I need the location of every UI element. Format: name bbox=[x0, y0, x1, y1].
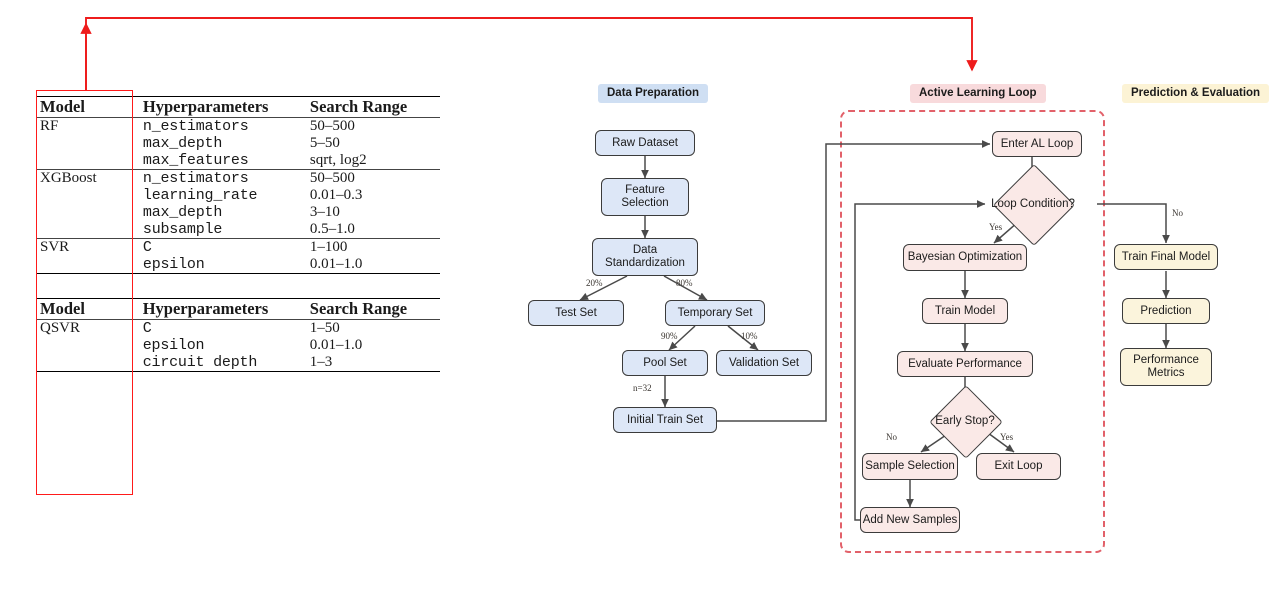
node-line: Selection bbox=[621, 197, 669, 209]
node-test-set[interactable]: Test Set bbox=[528, 300, 624, 326]
cell-range: 5–50 bbox=[309, 135, 340, 151]
node-initial-train-set[interactable]: Initial Train Set bbox=[613, 407, 717, 433]
section-label-data-preparation: Data Preparation bbox=[598, 84, 709, 103]
edge-label-validation-split: 10% bbox=[741, 331, 758, 341]
edge-label-test-split: 20% bbox=[586, 278, 603, 288]
cell-range: 50–500 bbox=[309, 118, 355, 134]
cell-hyperparameter: n_estimators bbox=[142, 170, 249, 187]
classical-models-table: Model Hyperparameters Search Range RF n_… bbox=[36, 96, 440, 285]
table-row: circuit depth 1–3 bbox=[36, 354, 440, 372]
table-row: epsilon 0.01–1.0 bbox=[36, 337, 440, 354]
section-label-prediction-evaluation: Prediction & Evaluation bbox=[1122, 84, 1270, 103]
node-line: Feature bbox=[625, 184, 665, 197]
col-header-search-range: Search Range bbox=[309, 299, 408, 318]
edge-label-early-no: No bbox=[886, 432, 897, 442]
node-enter-al-loop[interactable]: Enter AL Loop bbox=[992, 131, 1082, 157]
cell-hyperparameter: subsample bbox=[142, 221, 223, 238]
node-exit-loop[interactable]: Exit Loop bbox=[976, 453, 1061, 480]
col-header-search-range: Search Range bbox=[309, 97, 408, 116]
edge-label-temporary-split: 80% bbox=[676, 278, 693, 288]
cell-range: 0.01–1.0 bbox=[309, 337, 363, 353]
node-line: Data bbox=[632, 244, 658, 257]
cell-hyperparameter: max_depth bbox=[142, 135, 223, 152]
col-header-hyperparameters: Hyperparameters bbox=[142, 97, 269, 116]
cell-range: 0.01–1.0 bbox=[309, 256, 363, 272]
node-pool-set[interactable]: Pool Set bbox=[622, 350, 708, 376]
edge-label-pool-split: 90% bbox=[661, 331, 678, 341]
col-header-model: Model bbox=[40, 299, 85, 318]
cell-hyperparameter: epsilon bbox=[142, 337, 205, 354]
edge-label-initial-n: n=32 bbox=[633, 383, 652, 393]
node-line: Performance bbox=[1133, 354, 1199, 367]
table-row: learning_rate 0.01–0.3 bbox=[36, 187, 440, 204]
node-sample-selection[interactable]: Sample Selection bbox=[862, 453, 958, 480]
col-header-hyperparameters: Hyperparameters bbox=[142, 299, 269, 318]
node-raw-dataset[interactable]: Raw Dataset bbox=[595, 130, 695, 156]
node-line: Metrics bbox=[1147, 367, 1185, 379]
model-column-highlight-box bbox=[36, 90, 133, 495]
cell-hyperparameter: C bbox=[142, 239, 152, 256]
cell-model: QSVR bbox=[40, 320, 81, 336]
node-prediction[interactable]: Prediction bbox=[1122, 298, 1210, 324]
cell-range: 0.01–0.3 bbox=[309, 187, 363, 203]
table-header-row: Model Hyperparameters Search Range bbox=[36, 96, 440, 118]
cell-hyperparameter: circuit depth bbox=[142, 354, 258, 371]
table-row: max_depth 3–10 bbox=[36, 204, 440, 221]
col-header-model: Model bbox=[40, 97, 85, 116]
table-row: XGBoost n_estimators 50–500 bbox=[36, 169, 440, 187]
node-early-stop[interactable]: Early Stop? bbox=[922, 385, 1008, 459]
cell-range: 1–3 bbox=[309, 354, 333, 370]
table-row: subsample 0.5–1.0 bbox=[36, 221, 440, 239]
table-row: QSVR C 1–50 bbox=[36, 319, 440, 337]
cell-range: 3–10 bbox=[309, 204, 340, 220]
edge-label-early-yes: Yes bbox=[1000, 432, 1014, 442]
cell-range: 50–500 bbox=[309, 170, 355, 186]
table-row: RF n_estimators 50–500 bbox=[36, 117, 440, 135]
cell-range: 0.5–1.0 bbox=[309, 221, 355, 237]
active-learning-loop-boundary bbox=[840, 110, 1105, 553]
node-performance-metrics[interactable]: Performance Metrics bbox=[1120, 348, 1212, 386]
table-header-row: Model Hyperparameters Search Range bbox=[36, 298, 440, 320]
node-evaluate-performance[interactable]: Evaluate Performance bbox=[897, 351, 1033, 377]
cell-range: 1–100 bbox=[309, 239, 348, 255]
edge-label-loop-no: No bbox=[1172, 208, 1183, 218]
cell-range: 1–50 bbox=[309, 320, 340, 336]
node-validation-set[interactable]: Validation Set bbox=[716, 350, 812, 376]
node-label: Loop Condition? bbox=[991, 198, 1075, 210]
table-bottom-rule bbox=[36, 371, 440, 384]
quantum-model-table: Model Hyperparameters Search Range QSVR … bbox=[36, 298, 440, 383]
cell-hyperparameter: max_depth bbox=[142, 204, 223, 221]
cell-range: sqrt, log2 bbox=[309, 152, 367, 168]
table-bottom-rule bbox=[36, 273, 440, 286]
hyperparameter-tables: Model Hyperparameters Search Range RF n_… bbox=[36, 96, 440, 383]
table-row: epsilon 0.01–1.0 bbox=[36, 256, 440, 274]
node-temporary-set[interactable]: Temporary Set bbox=[665, 300, 765, 326]
node-label: Early Stop? bbox=[935, 415, 995, 427]
node-train-model[interactable]: Train Model bbox=[922, 298, 1008, 324]
cell-model: SVR bbox=[40, 239, 70, 255]
table-row: max_depth 5–50 bbox=[36, 135, 440, 152]
cell-model: XGBoost bbox=[40, 170, 97, 186]
node-line: Standardization bbox=[605, 257, 685, 269]
cell-hyperparameter: epsilon bbox=[142, 256, 205, 273]
node-loop-condition[interactable]: Loop Condition? bbox=[988, 163, 1078, 247]
cell-hyperparameter: C bbox=[142, 320, 152, 337]
edge-label-loop-yes: Yes bbox=[989, 222, 1003, 232]
section-label-active-learning-loop: Active Learning Loop bbox=[910, 84, 1046, 103]
table-row: max_features sqrt, log2 bbox=[36, 152, 440, 170]
cell-hyperparameter: learning_rate bbox=[142, 187, 258, 204]
cell-hyperparameter: max_features bbox=[142, 152, 249, 169]
cell-model: RF bbox=[40, 118, 59, 134]
cell-hyperparameter: n_estimators bbox=[142, 118, 249, 135]
node-data-standardization[interactable]: Data Standardization bbox=[592, 238, 698, 276]
table-row: SVR C 1–100 bbox=[36, 238, 440, 256]
node-add-new-samples[interactable]: Add New Samples bbox=[860, 507, 960, 533]
node-feature-selection[interactable]: Feature Selection bbox=[601, 178, 689, 216]
node-train-final-model[interactable]: Train Final Model bbox=[1114, 244, 1218, 270]
node-bayesian-optimization[interactable]: Bayesian Optimization bbox=[903, 244, 1027, 271]
